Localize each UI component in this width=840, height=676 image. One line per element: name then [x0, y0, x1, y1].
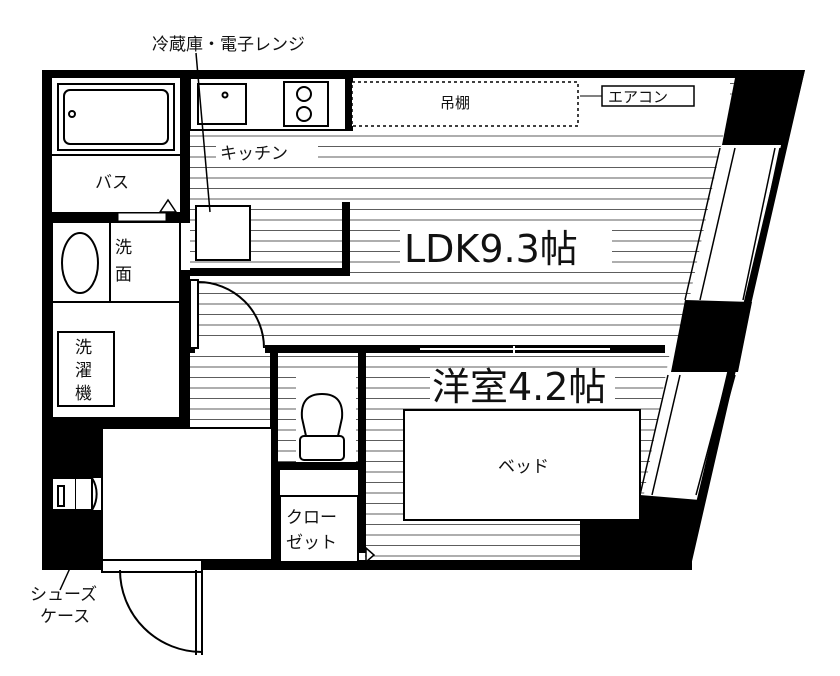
washbasin-area — [51, 221, 181, 303]
washing-machine-area — [51, 301, 181, 419]
bed-label: ベッド — [498, 457, 549, 477]
ldk-label: LDK9.3帖 — [404, 227, 578, 271]
kitchen-counter — [189, 77, 353, 131]
washing-machine-label-1: 洗 — [75, 338, 92, 358]
closet-door-marker — [365, 546, 376, 564]
windows — [639, 147, 781, 496]
washing-machine-label-2: 濯 — [75, 361, 92, 381]
western-room-label: 洋室4.2帖 — [432, 365, 606, 409]
interior-walls — [52, 78, 665, 565]
hanging-shelf-label: 吊棚 — [440, 94, 470, 112]
front-door — [101, 559, 203, 655]
ldk-door — [189, 279, 265, 349]
bath-area — [52, 83, 180, 156]
shoe-case — [51, 477, 98, 511]
bed — [403, 409, 641, 521]
fridge-microwave — [195, 205, 251, 261]
shoe-case-label-1: シューズ — [30, 585, 97, 605]
closet-label-2: ゼット — [286, 533, 337, 553]
kitchen-label: キッチン — [220, 144, 288, 164]
closet-label-1: クロー — [286, 508, 337, 528]
bath-door-marker — [158, 198, 178, 213]
washbasin-label-1: 洗 — [115, 238, 132, 258]
washbasin-label-2: 面 — [115, 265, 132, 285]
closet — [279, 495, 359, 563]
aircon-label: エアコン — [608, 88, 668, 106]
toilet — [299, 392, 345, 461]
bath-label: バス — [95, 173, 129, 193]
washing-machine-label-3: 機 — [75, 384, 92, 404]
entrance — [101, 427, 273, 561]
hanging-shelf — [351, 81, 579, 127]
shoe-case-label-2: ケース — [40, 607, 90, 627]
hallway-doors — [183, 355, 278, 440]
fridge-microwave-label: 冷蔵庫・電子レンジ — [152, 35, 305, 55]
